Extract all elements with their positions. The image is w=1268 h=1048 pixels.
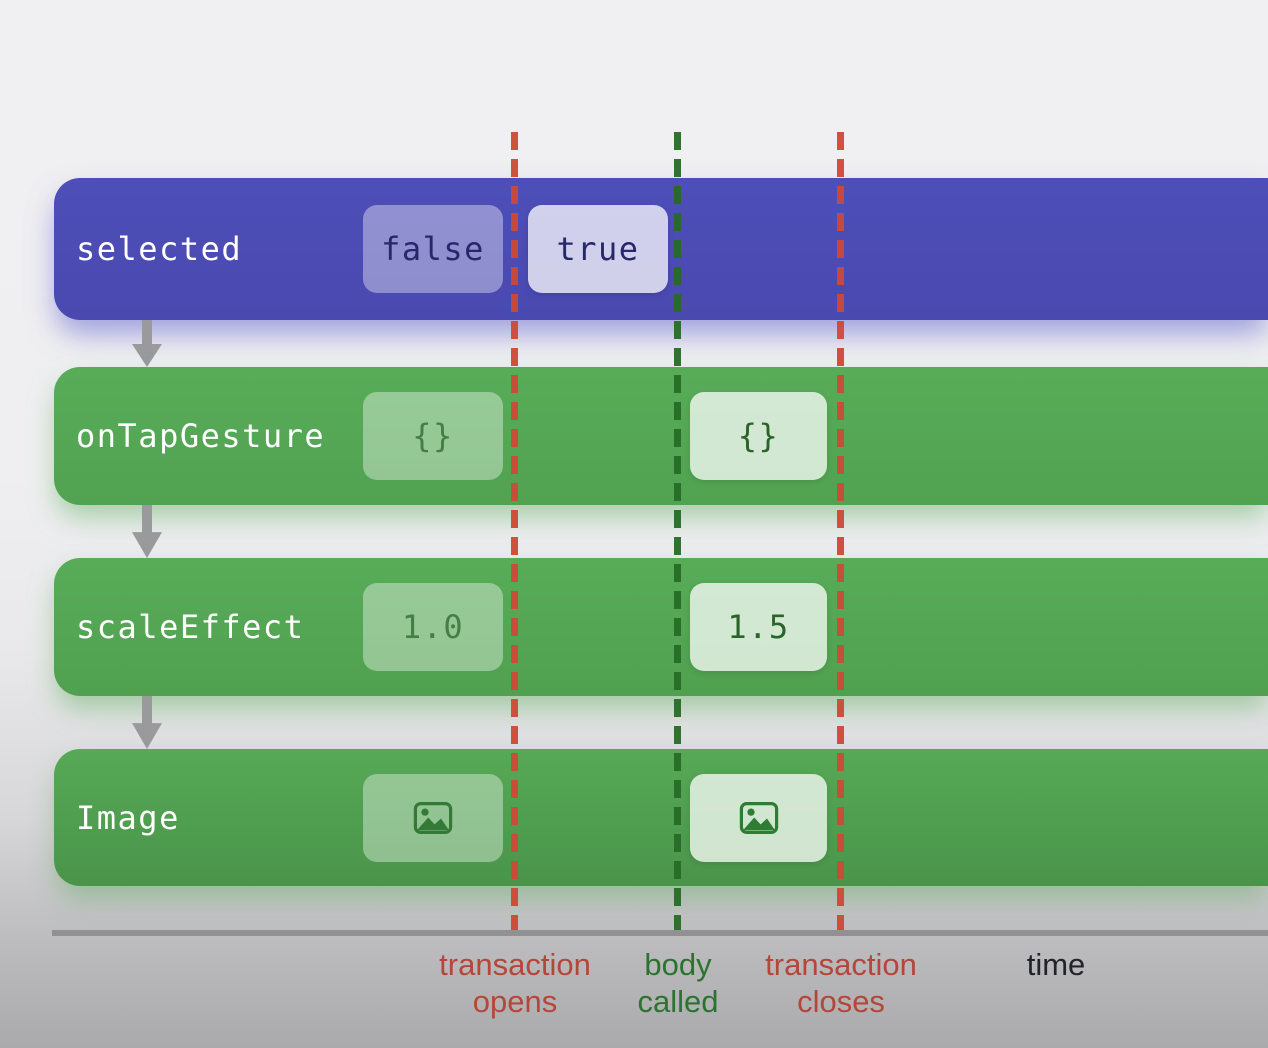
down-arrow-icon bbox=[132, 320, 162, 367]
marker-line2: closes bbox=[797, 984, 885, 1019]
time-axis-label: time bbox=[926, 946, 1186, 983]
time-text: time bbox=[1026, 947, 1086, 982]
marker-label-body-called: body called bbox=[548, 946, 808, 1020]
value-chip-scaleeffect-old: 1.0 bbox=[363, 583, 503, 671]
value-text: true bbox=[556, 230, 640, 268]
row-label-ontapgesture: onTapGesture bbox=[76, 417, 326, 455]
marker-line1: body bbox=[644, 947, 712, 982]
down-arrow-icon bbox=[132, 505, 162, 558]
dependency-arrow-2 bbox=[129, 505, 165, 558]
down-arrow-icon bbox=[132, 696, 162, 749]
value-text: false bbox=[381, 230, 485, 268]
photo-icon bbox=[739, 801, 778, 834]
dependency-arrow-3 bbox=[129, 696, 165, 749]
value-chip-ontapgesture-old: {} bbox=[363, 392, 503, 480]
value-text: {} bbox=[737, 417, 780, 455]
body-called-line bbox=[674, 132, 681, 932]
row-scaleeffect-bar: scaleEffect 1.0 1.5 bbox=[54, 558, 1268, 696]
value-chip-image-old bbox=[363, 773, 503, 862]
value-chip-image-new bbox=[690, 773, 827, 862]
value-text: 1.5 bbox=[727, 608, 790, 646]
row-label-scaleeffect: scaleEffect bbox=[76, 608, 305, 646]
dependency-arrow-1 bbox=[129, 320, 165, 367]
value-chip-ontapgesture-new: {} bbox=[690, 392, 827, 480]
marker-line2: called bbox=[637, 984, 719, 1019]
marker-line1: transaction bbox=[765, 947, 917, 982]
marker-label-transaction-opens: transaction opens bbox=[385, 946, 645, 1020]
value-chip-selected-old: false bbox=[363, 205, 503, 293]
value-text: {} bbox=[412, 417, 454, 455]
photo-icon bbox=[413, 801, 453, 834]
transaction-opens-line bbox=[511, 132, 518, 932]
row-image-bar: Image bbox=[54, 749, 1268, 886]
value-text: 1.0 bbox=[401, 608, 465, 646]
row-label-selected: selected bbox=[76, 230, 243, 268]
row-ontapgesture-bar: onTapGesture {} {} bbox=[54, 367, 1268, 505]
row-label-image: Image bbox=[76, 798, 180, 837]
marker-label-transaction-closes: transaction closes bbox=[711, 946, 971, 1020]
time-axis-line bbox=[52, 930, 1268, 936]
value-chip-scaleeffect-new: 1.5 bbox=[690, 583, 827, 671]
marker-line2: opens bbox=[472, 984, 558, 1019]
value-chip-selected-new: true bbox=[528, 205, 668, 293]
row-selected-bar: selected false true bbox=[54, 178, 1268, 320]
transaction-closes-line bbox=[837, 132, 844, 932]
marker-line1: transaction bbox=[439, 947, 591, 982]
